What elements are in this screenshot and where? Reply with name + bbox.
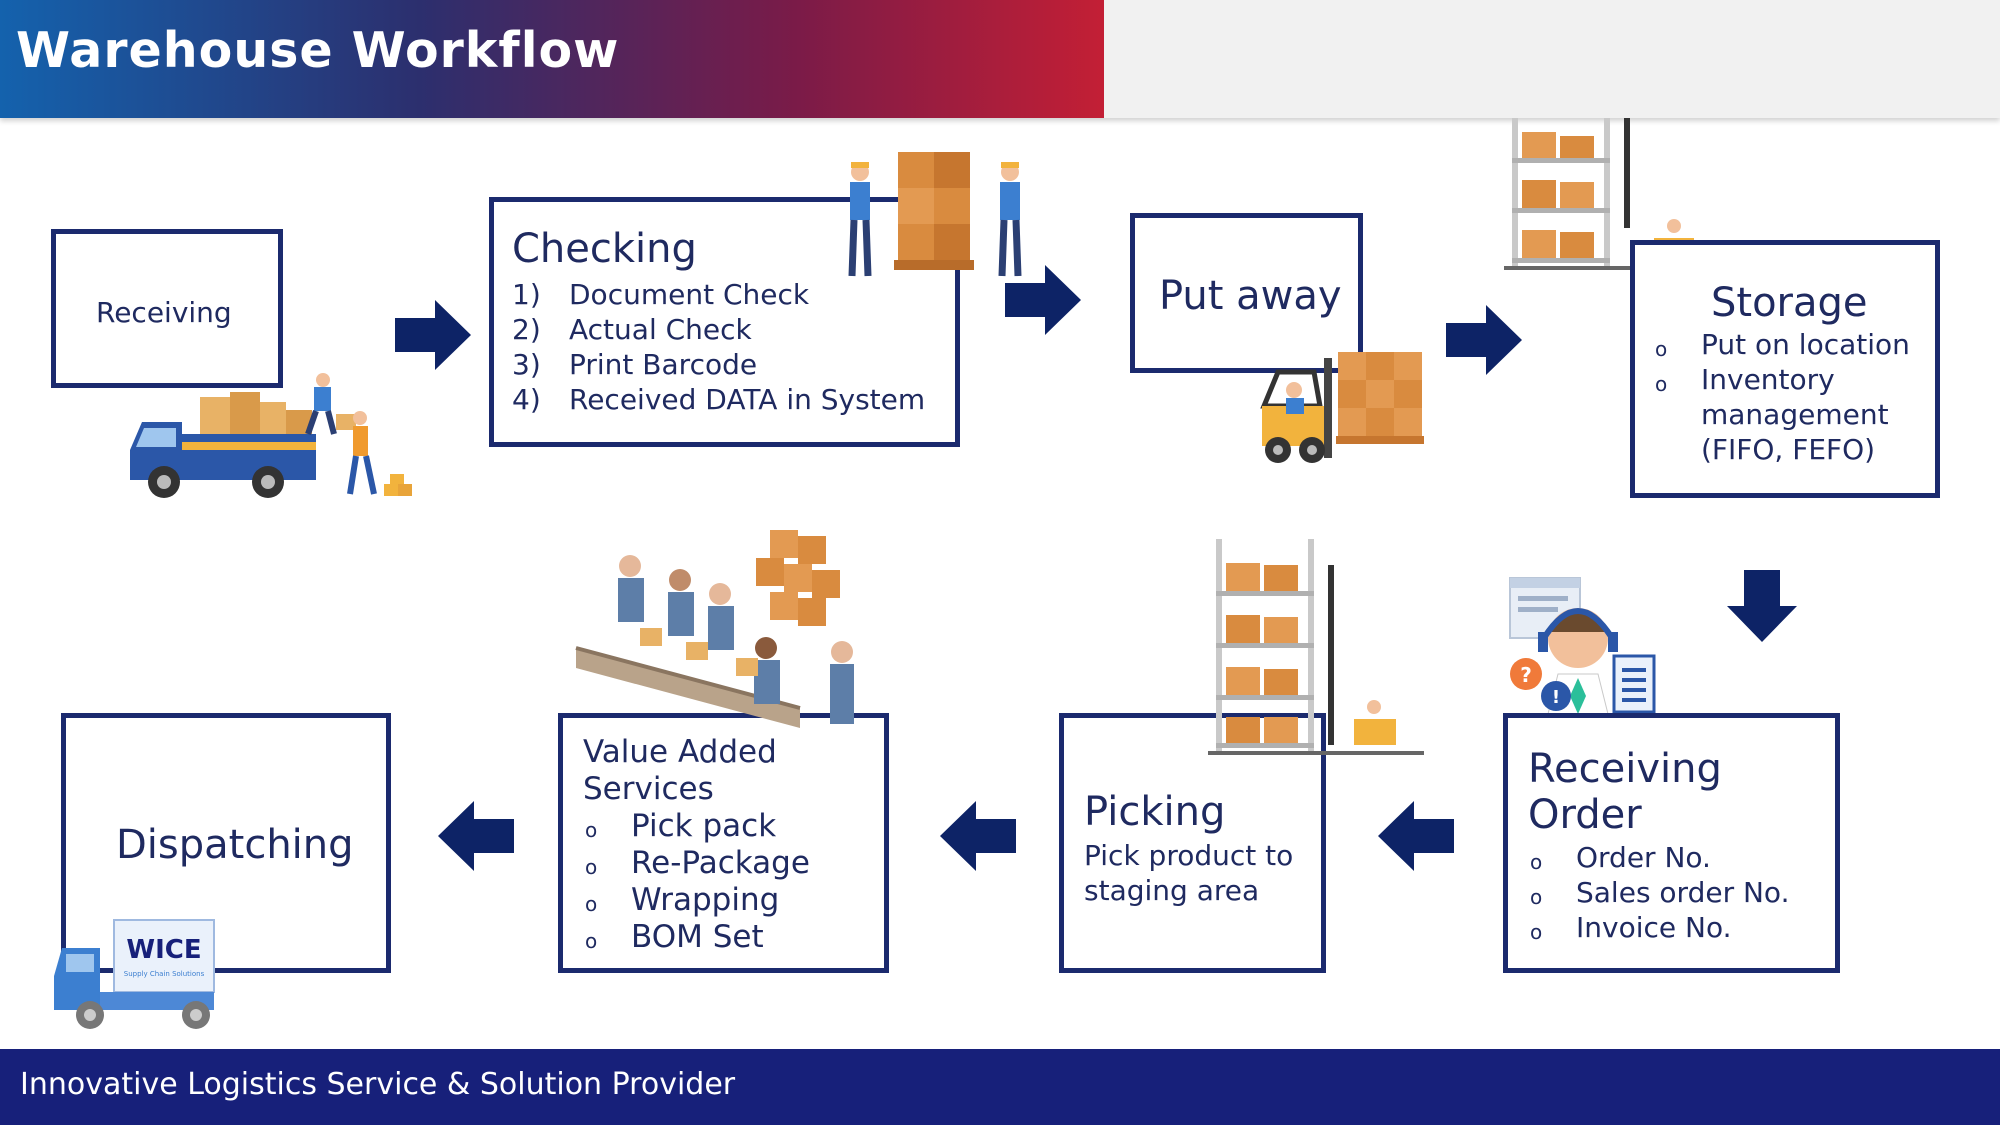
step-receiving: Receiving [51,229,283,388]
customer-service-agent-illustration: ? ! [1509,577,1656,723]
vas-item: Wrapping [631,882,780,918]
step-dispatching-title: Dispatching [116,822,354,868]
wice-logo-subtext: Supply Chain Solutions [124,970,205,978]
vas-item: Pick pack [631,808,777,844]
bullet-marker: o [585,818,598,842]
forklift-illustration [1260,352,1424,463]
arrow-right-icon [395,300,471,370]
arrow-left-icon [940,801,1016,871]
arrow-down-icon [1727,570,1797,642]
arrow-right-icon [1005,265,1081,335]
svg-text:?: ? [1520,663,1532,687]
checking-workers-illustration [848,152,1022,277]
footer-bar: Innovative Logistics Service & Solution … [0,1049,2000,1125]
receiving-order-title-line2: Order [1528,792,1642,838]
header-gradient-band [0,0,1104,118]
vas-item: Re-Package [631,845,810,881]
picking-shelf-illustration [1208,539,1424,755]
step-checking-title: Checking [512,226,697,272]
checking-item-num: 1) [512,278,541,311]
arrow-left-icon [1378,801,1454,871]
bullet-marker: o [1530,850,1543,874]
step-checking: Checking 1) Document Check 2) Actual Che… [489,197,960,447]
receiving-order-item: Order No. [1576,841,1711,874]
checking-item-text: Received DATA in System [569,383,926,416]
step-receiving-order: Receiving Order o Order No. o Sales orde… [1503,713,1840,973]
wice-logo-truck-icon: WICE Supply Chain Solutions [54,919,215,1029]
storage-item: Put on location [1701,328,1910,361]
step-putaway: Put away [1130,213,1363,373]
checking-item-text: Print Barcode [569,348,758,381]
vas-item: BOM Set [631,919,764,955]
footer-tagline: Innovative Logistics Service & Solution … [20,1067,736,1102]
bullet-marker: o [585,855,598,879]
checking-item-text: Actual Check [569,313,752,346]
svg-text:!: ! [1552,687,1560,708]
delivery-truck-illustration [130,373,412,498]
vas-title-line1: Value Added [583,734,777,770]
bullet-marker: o [1655,372,1668,396]
bullet-marker: o [1530,920,1543,944]
picking-description-line: staging area [1084,874,1260,907]
receiving-order-item: Invoice No. [1576,911,1732,944]
arrow-left-icon [438,801,514,871]
step-picking: Picking Pick product to staging area [1059,713,1326,973]
checking-item-num: 2) [512,313,541,346]
step-storage-title: Storage [1711,280,1868,326]
bullet-marker: o [1655,337,1668,361]
step-storage: Storage o Put on location o Inventory ma… [1630,240,1940,498]
picking-description-line: Pick product to [1084,839,1294,872]
bullet-marker: o [585,929,598,953]
step-value-added-services: Value Added Services o Pick pack o Re-Pa… [558,713,889,973]
arrow-right-icon [1446,305,1522,375]
step-receiving-title: Receiving [96,296,232,329]
receiving-order-title-line1: Receiving [1528,746,1722,792]
receiving-order-item: Sales order No. [1576,876,1790,909]
storage-item: management [1701,398,1889,431]
step-picking-title: Picking [1084,789,1226,835]
bullet-marker: o [1530,885,1543,909]
checking-item-text: Document Check [569,278,810,311]
page-title: Warehouse Workflow [16,22,620,79]
header-bar: Warehouse Workflow [0,0,2000,118]
wice-logo-text: WICE [126,935,201,965]
checking-item-num: 4) [512,383,541,416]
storage-shelf-illustration [1504,118,1720,270]
bullet-marker: o [585,892,598,916]
step-putaway-title: Put away [1159,273,1342,319]
storage-item: (FIFO, FEFO) [1701,433,1876,466]
storage-item: Inventory [1701,363,1835,396]
vas-title-line2: Services [583,771,714,807]
checking-item-num: 3) [512,348,541,381]
packing-line-illustration [575,530,854,728]
